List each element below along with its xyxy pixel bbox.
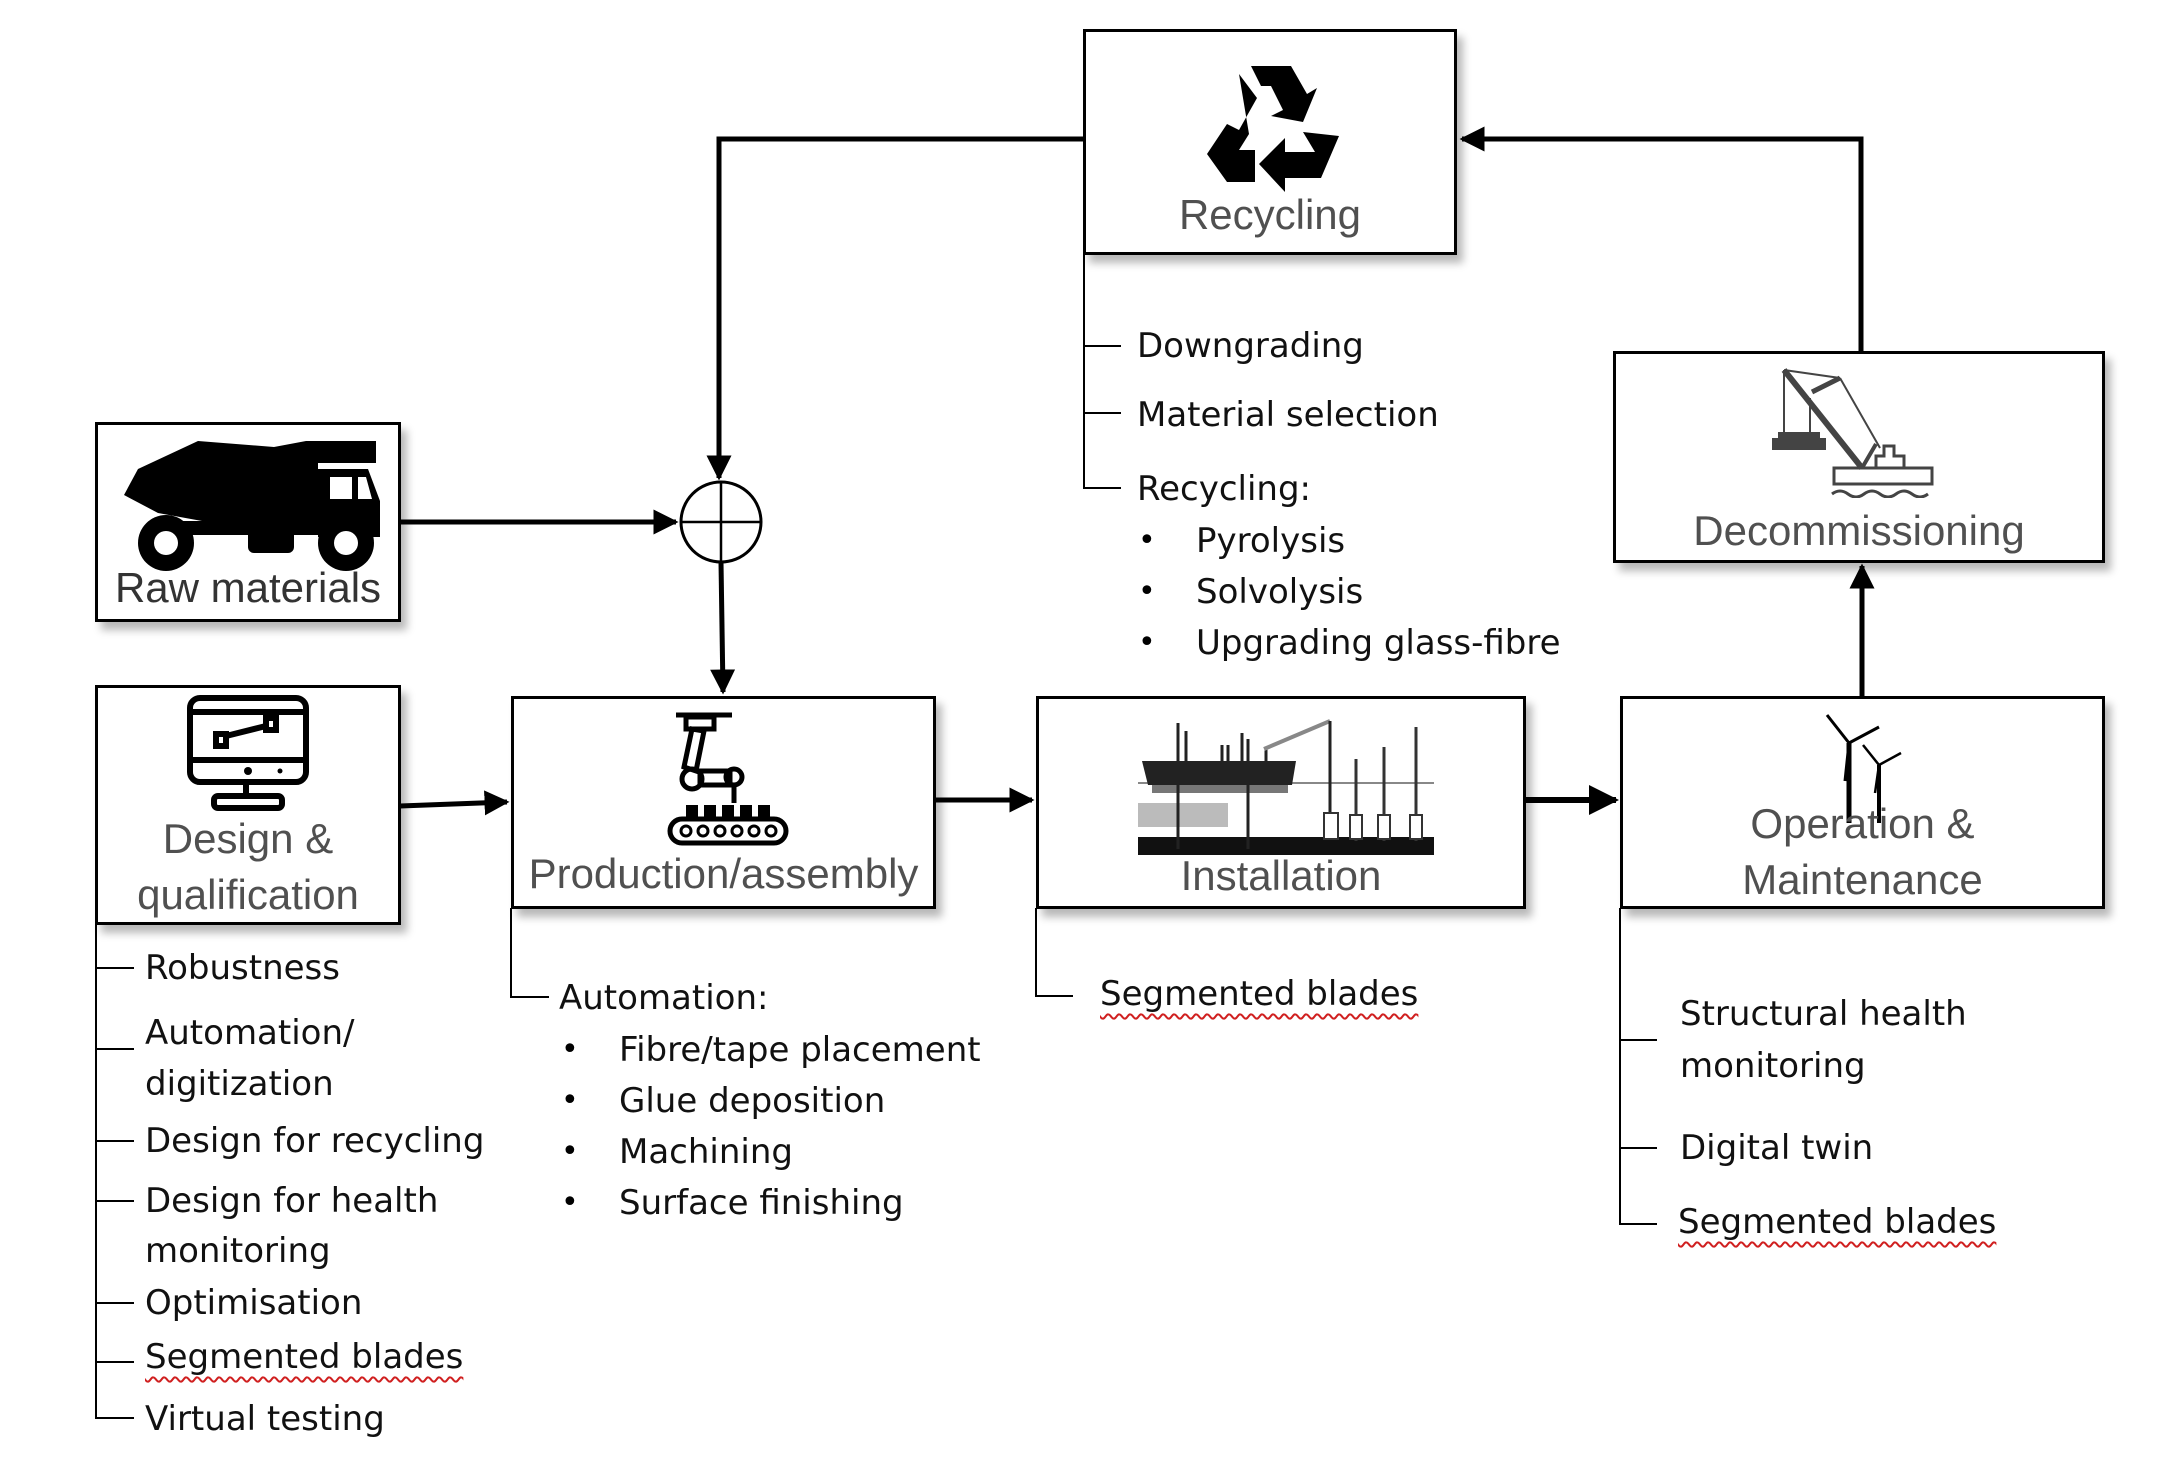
production-bullet-fibre-tape: Fibre/tape placement (619, 1030, 981, 1070)
design-item-segmented-blades: Segmented blades (145, 1337, 464, 1377)
production-list-tree (510, 908, 549, 998)
arrow-decommissioning-to-recycling (1459, 126, 1864, 351)
bullet-icon: • (561, 1032, 579, 1067)
node-installation-label: Installation (1180, 852, 1382, 899)
design-item-virtual-testing: Virtual testing (145, 1399, 385, 1439)
summing-junction-icon (679, 480, 763, 564)
design-item-monitoring: monitoring (145, 1231, 331, 1271)
recycle-icon (1207, 66, 1339, 192)
bullet-icon: • (1138, 574, 1156, 609)
node-design-label-line2: qualification (137, 871, 359, 918)
node-raw-materials[interactable]: Raw materials (95, 422, 401, 622)
production-bullet-surface: Surface finishing (619, 1183, 904, 1223)
wind-turbine-icon (1825, 714, 1902, 823)
design-item-design-for-health: Design for health (145, 1181, 439, 1221)
monitor-design-icon (187, 695, 309, 811)
design-list-tree (95, 924, 134, 1419)
recycling-item-recycling: Recycling: (1137, 469, 1312, 509)
arrow-junction-to-production (710, 561, 736, 695)
node-recycling[interactable]: Recycling (1083, 29, 1457, 255)
installation-item-segmented-blades: Segmented blades (1100, 974, 1419, 1014)
node-production-assembly[interactable]: Production/assembly (511, 696, 936, 909)
node-operation-label-line1: Operation & (1750, 800, 1975, 847)
operation-list-tree (1619, 908, 1657, 1225)
node-recycling-label: Recycling (1178, 191, 1362, 238)
node-installation[interactable]: Installation (1036, 696, 1526, 909)
recycling-bullet-solvolysis: Solvolysis (1196, 572, 1364, 612)
recycling-bullet-upgrading-glass-fibre: Upgrading glass-fibre (1196, 623, 1561, 663)
offshore-installation-vessel-icon (1138, 719, 1434, 855)
operation-item-monitoring: monitoring (1680, 1046, 1866, 1086)
design-item-design-for-recycling: Design for recycling (145, 1121, 485, 1161)
operation-item-structural-health: Structural health (1680, 994, 1967, 1034)
robot-arm-conveyor-icon (667, 712, 789, 846)
bullet-icon: • (561, 1185, 579, 1220)
production-bullet-glue: Glue deposition (619, 1081, 886, 1121)
operation-item-segmented-blades: Segmented blades (1678, 1202, 1997, 1242)
design-item-digitization: digitization (145, 1064, 334, 1104)
node-decommissioning-label: Decommissioning (1693, 507, 2025, 554)
dump-truck-icon (124, 441, 380, 571)
node-design-qualification[interactable]: Design & qualification (95, 685, 401, 925)
node-operation-maintenance[interactable]: Operation & Maintenance (1620, 696, 2105, 909)
bullet-icon: • (1138, 625, 1156, 660)
node-decommissioning[interactable]: Decommissioning (1613, 351, 2105, 563)
node-design-label-line1: Design & (162, 815, 334, 862)
crane-barge-icon (1772, 368, 1934, 498)
design-item-optimisation: Optimisation (145, 1283, 363, 1323)
design-item-automation: Automation/ (145, 1013, 355, 1053)
bullet-icon: • (561, 1134, 579, 1169)
bullet-icon: • (561, 1083, 579, 1118)
recycling-item-material-selection: Material selection (1137, 395, 1439, 435)
recycling-list-tree (1083, 255, 1121, 489)
node-operation-label-line2: Maintenance (1742, 856, 1983, 903)
bullet-icon: • (1138, 523, 1156, 558)
design-item-robustness: Robustness (145, 948, 340, 988)
arrow-design-to-production (399, 790, 510, 816)
installation-list-tree (1035, 908, 1073, 997)
operation-item-digital-twin: Digital twin (1680, 1128, 1874, 1168)
node-production-label: Production/assembly (528, 850, 919, 897)
production-heading-automation: Automation: (559, 978, 769, 1018)
production-bullet-machining: Machining (619, 1132, 793, 1172)
recycling-item-downgrading: Downgrading (1137, 326, 1364, 366)
node-raw-materials-label: Raw materials (114, 564, 382, 611)
recycling-bullet-pyrolysis: Pyrolysis (1196, 521, 1346, 561)
arrow-recycling-to-junction (706, 136, 1083, 481)
